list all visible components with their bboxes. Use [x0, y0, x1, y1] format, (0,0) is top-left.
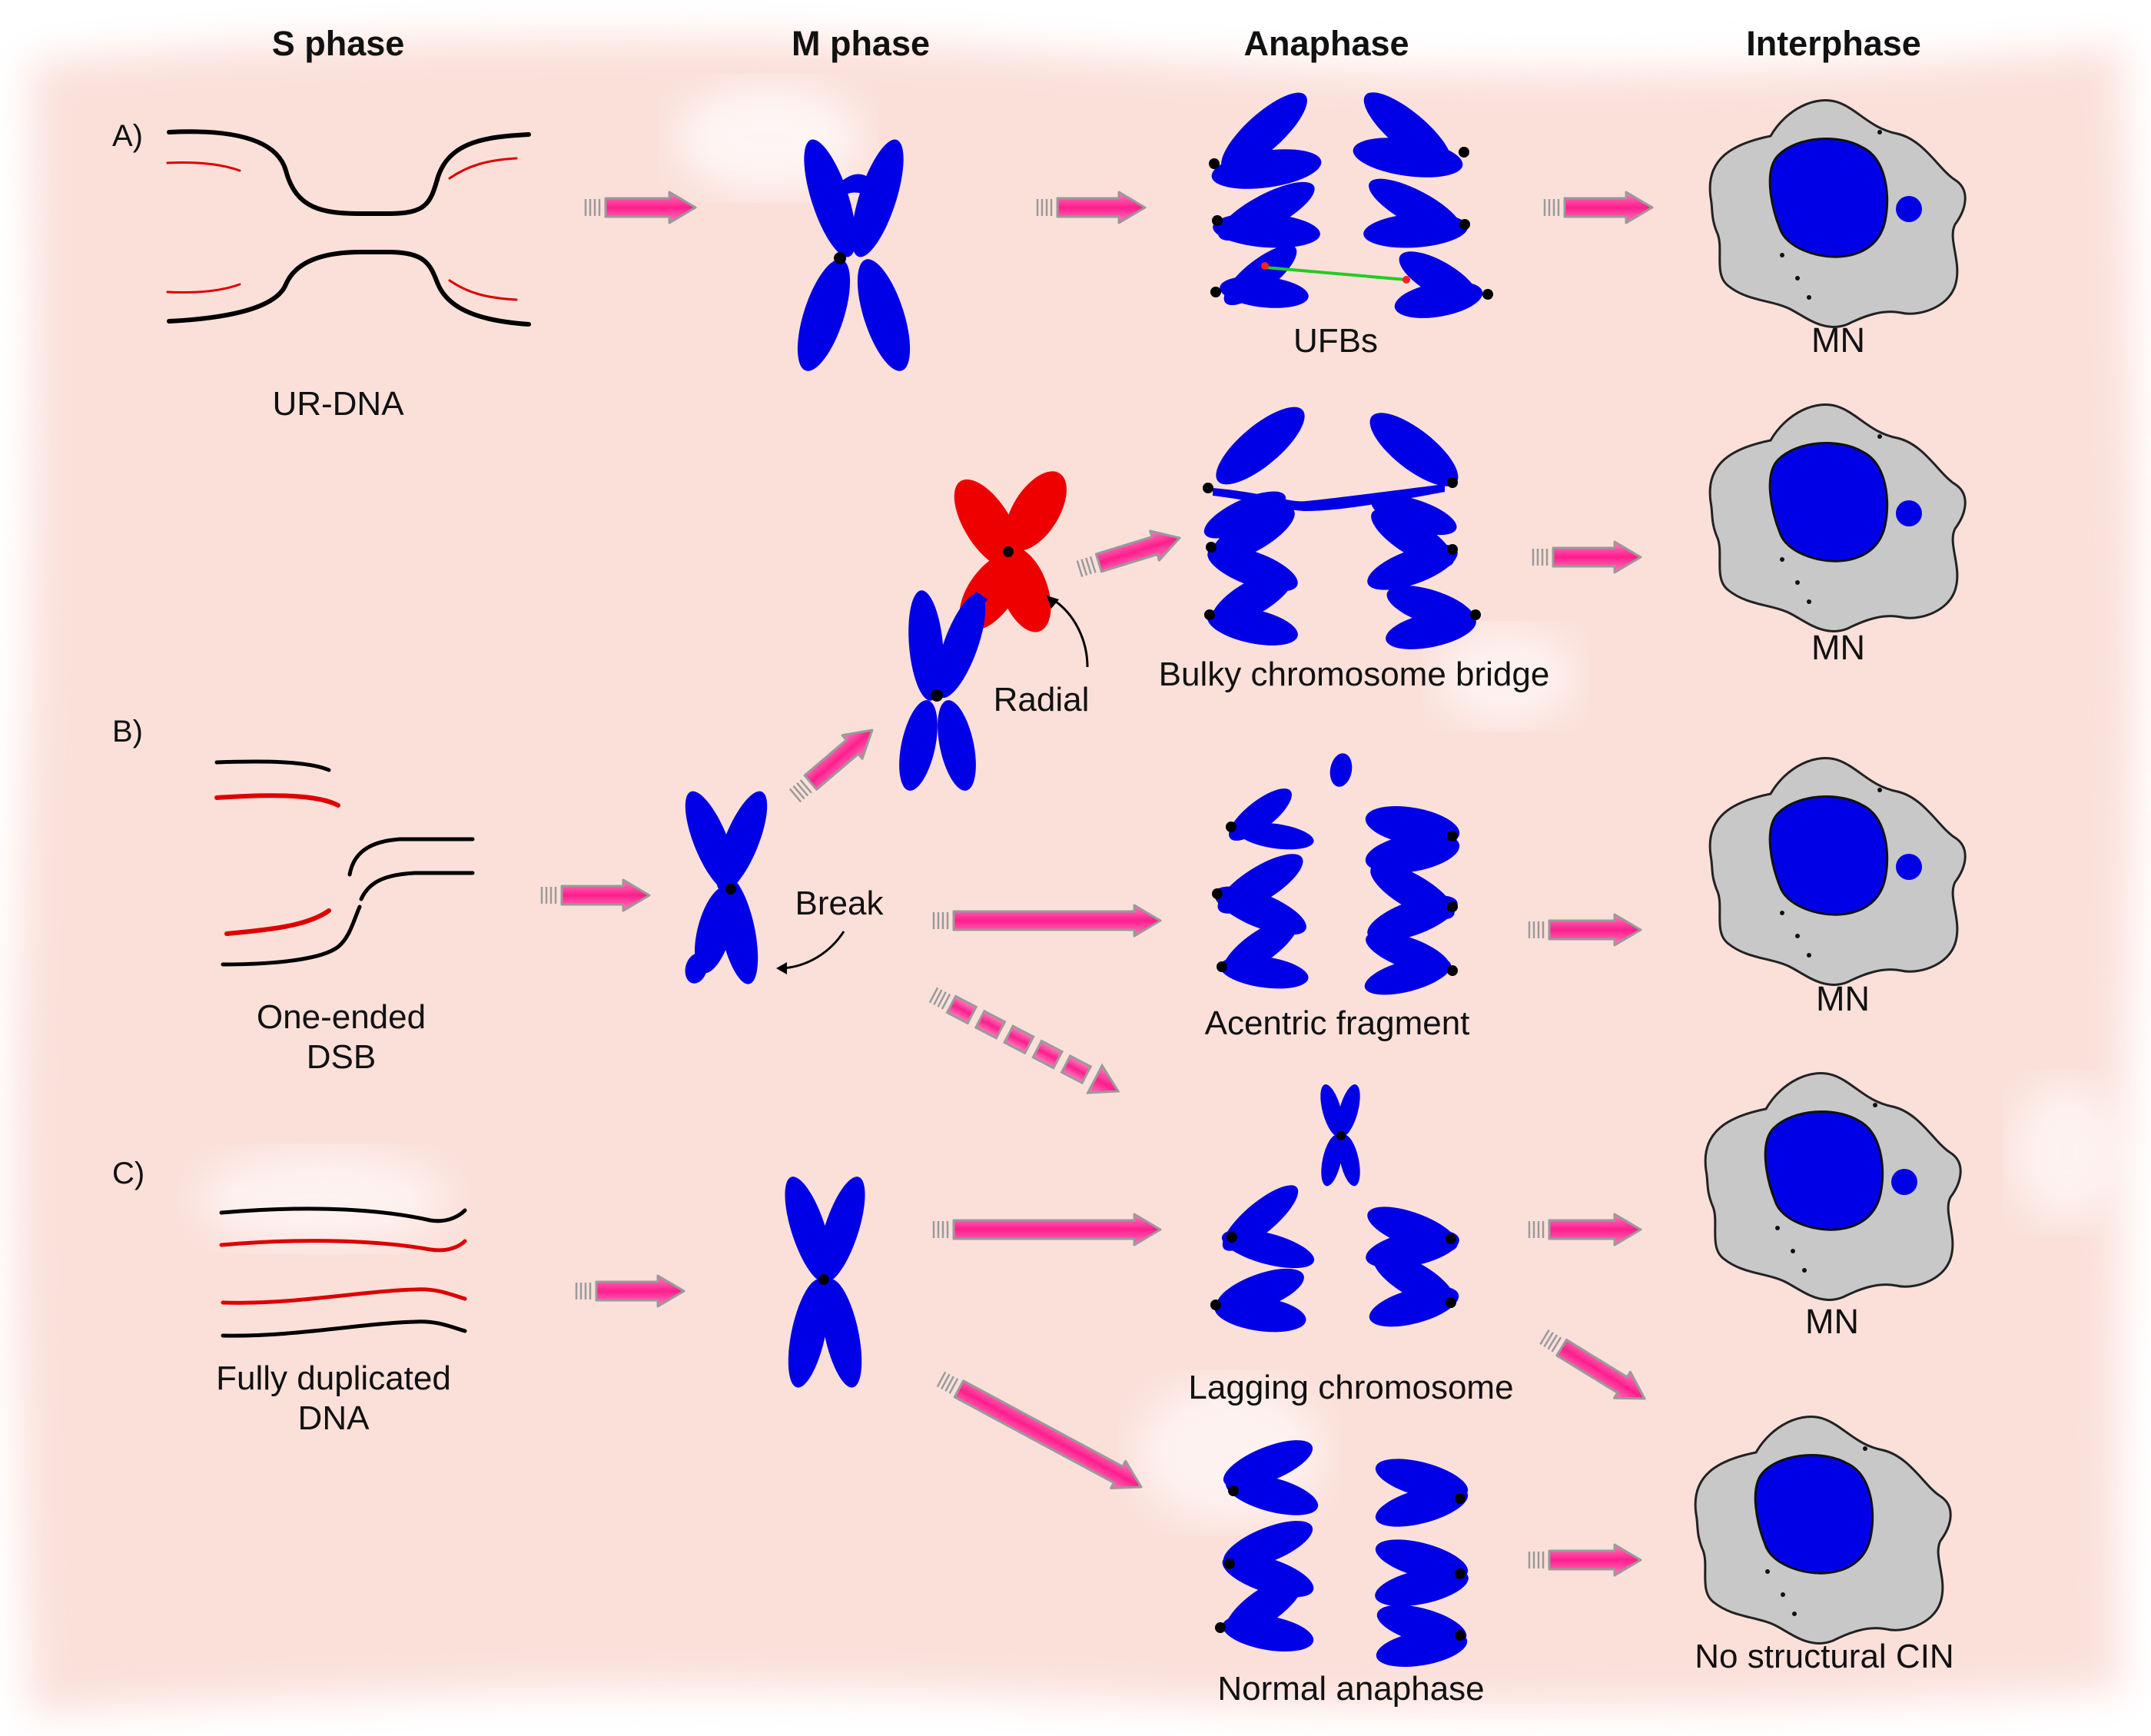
break-pointer [782, 931, 845, 970]
label-mn-4: MN [1805, 1302, 1859, 1341]
arrow-a-ana-to-inter [1543, 191, 1654, 224]
ufb-thread [1265, 266, 1407, 281]
anaphase-acentric [1212, 753, 1460, 995]
label-one-ended-1: One-ended [257, 998, 426, 1036]
row-label-c: C) [112, 1157, 144, 1190]
header-interphase: Interphase [1746, 24, 1921, 63]
m-phase-chromosome-a [797, 139, 911, 371]
arrow-c-s-to-m [575, 1274, 685, 1308]
arrow-b-bridge-to-inter [1532, 540, 1642, 574]
anaphase-bulky-bridge [1203, 407, 1481, 649]
arrow-b-radial-to-bridge [1076, 529, 1181, 577]
label-lagging: Lagging chromosome [1188, 1369, 1513, 1406]
broken-fragment [685, 953, 708, 984]
label-fully-dup-2: DNA [298, 1399, 370, 1437]
flow-arrows [540, 191, 1654, 1577]
interphase-cell-b2 [1708, 757, 1967, 986]
header-m-phase: M phase [792, 24, 930, 63]
arrow-b-m-to-radial [788, 729, 874, 803]
label-mn-2: MN [1811, 628, 1865, 667]
label-ur-dna: UR-DNA [272, 385, 404, 423]
label-radial: Radial [994, 681, 1090, 719]
lagging-chromosome-shape [1320, 1084, 1360, 1187]
column-headers: S phase M phase Anaphase Interphase [272, 24, 1921, 63]
label-bulky-bridge: Bulky chromosome bridge [1159, 656, 1550, 693]
m-phase-chromosome-c [785, 1177, 865, 1388]
row-label-b: B) [112, 715, 143, 749]
arrow-a-s-to-m [584, 191, 697, 224]
acentric-fragment-shape [1329, 753, 1353, 787]
header-s-phase: S phase [272, 24, 405, 63]
anaphase-normal [1215, 1440, 1469, 1668]
label-ufbs: UFBs [1293, 322, 1378, 360]
arrow-b-acentric-to-inter [1528, 913, 1642, 947]
arrow-a-m-to-ana [1036, 191, 1147, 224]
arrow-c-lagging-to-normal-inter [1539, 1329, 1646, 1400]
arrow-c-normal-to-inter [1528, 1543, 1642, 1577]
label-one-ended-2: DSB [307, 1038, 376, 1076]
radial-pointer [1052, 598, 1089, 668]
row-label-a: A) [112, 119, 143, 153]
label-break: Break [795, 885, 885, 922]
label-fully-dup-1: Fully duplicated [216, 1359, 451, 1397]
arrow-c-lagging-to-inter [1528, 1213, 1642, 1246]
header-anaphase: Anaphase [1243, 24, 1409, 63]
arrow-b-m-to-lagging [928, 987, 1120, 1094]
arrow-b-s-to-m [540, 878, 651, 912]
interphase-cell-b1 [1708, 403, 1967, 632]
ur-dna-diagram [166, 129, 531, 327]
fully-duplicated-dna-diagram [219, 1207, 467, 1338]
label-mn-1: MN [1811, 320, 1865, 360]
interphase-cell-a [1708, 99, 1967, 328]
interphase-cell-c1 [1704, 1072, 1962, 1301]
arrow-c-m-to-normal [936, 1371, 1143, 1489]
m-phase-broken-chromosome [685, 791, 768, 984]
radial-chromosome [899, 471, 1067, 791]
arrow-c-m-to-lagging [932, 1213, 1162, 1246]
anaphase-ufbs [1209, 92, 1493, 318]
interphase-cell-c2 [1694, 1416, 1952, 1645]
label-acentric: Acentric fragment [1205, 1004, 1470, 1042]
label-normal-anaphase: Normal anaphase [1217, 1670, 1484, 1708]
arrow-b-m-to-acentric [932, 904, 1162, 938]
anaphase-lagging [1210, 1084, 1459, 1333]
one-ended-dsb-diagram [214, 759, 475, 967]
label-no-structural-cin: No structural CIN [1695, 1638, 1953, 1675]
label-mn-3: MN [1816, 979, 1870, 1018]
